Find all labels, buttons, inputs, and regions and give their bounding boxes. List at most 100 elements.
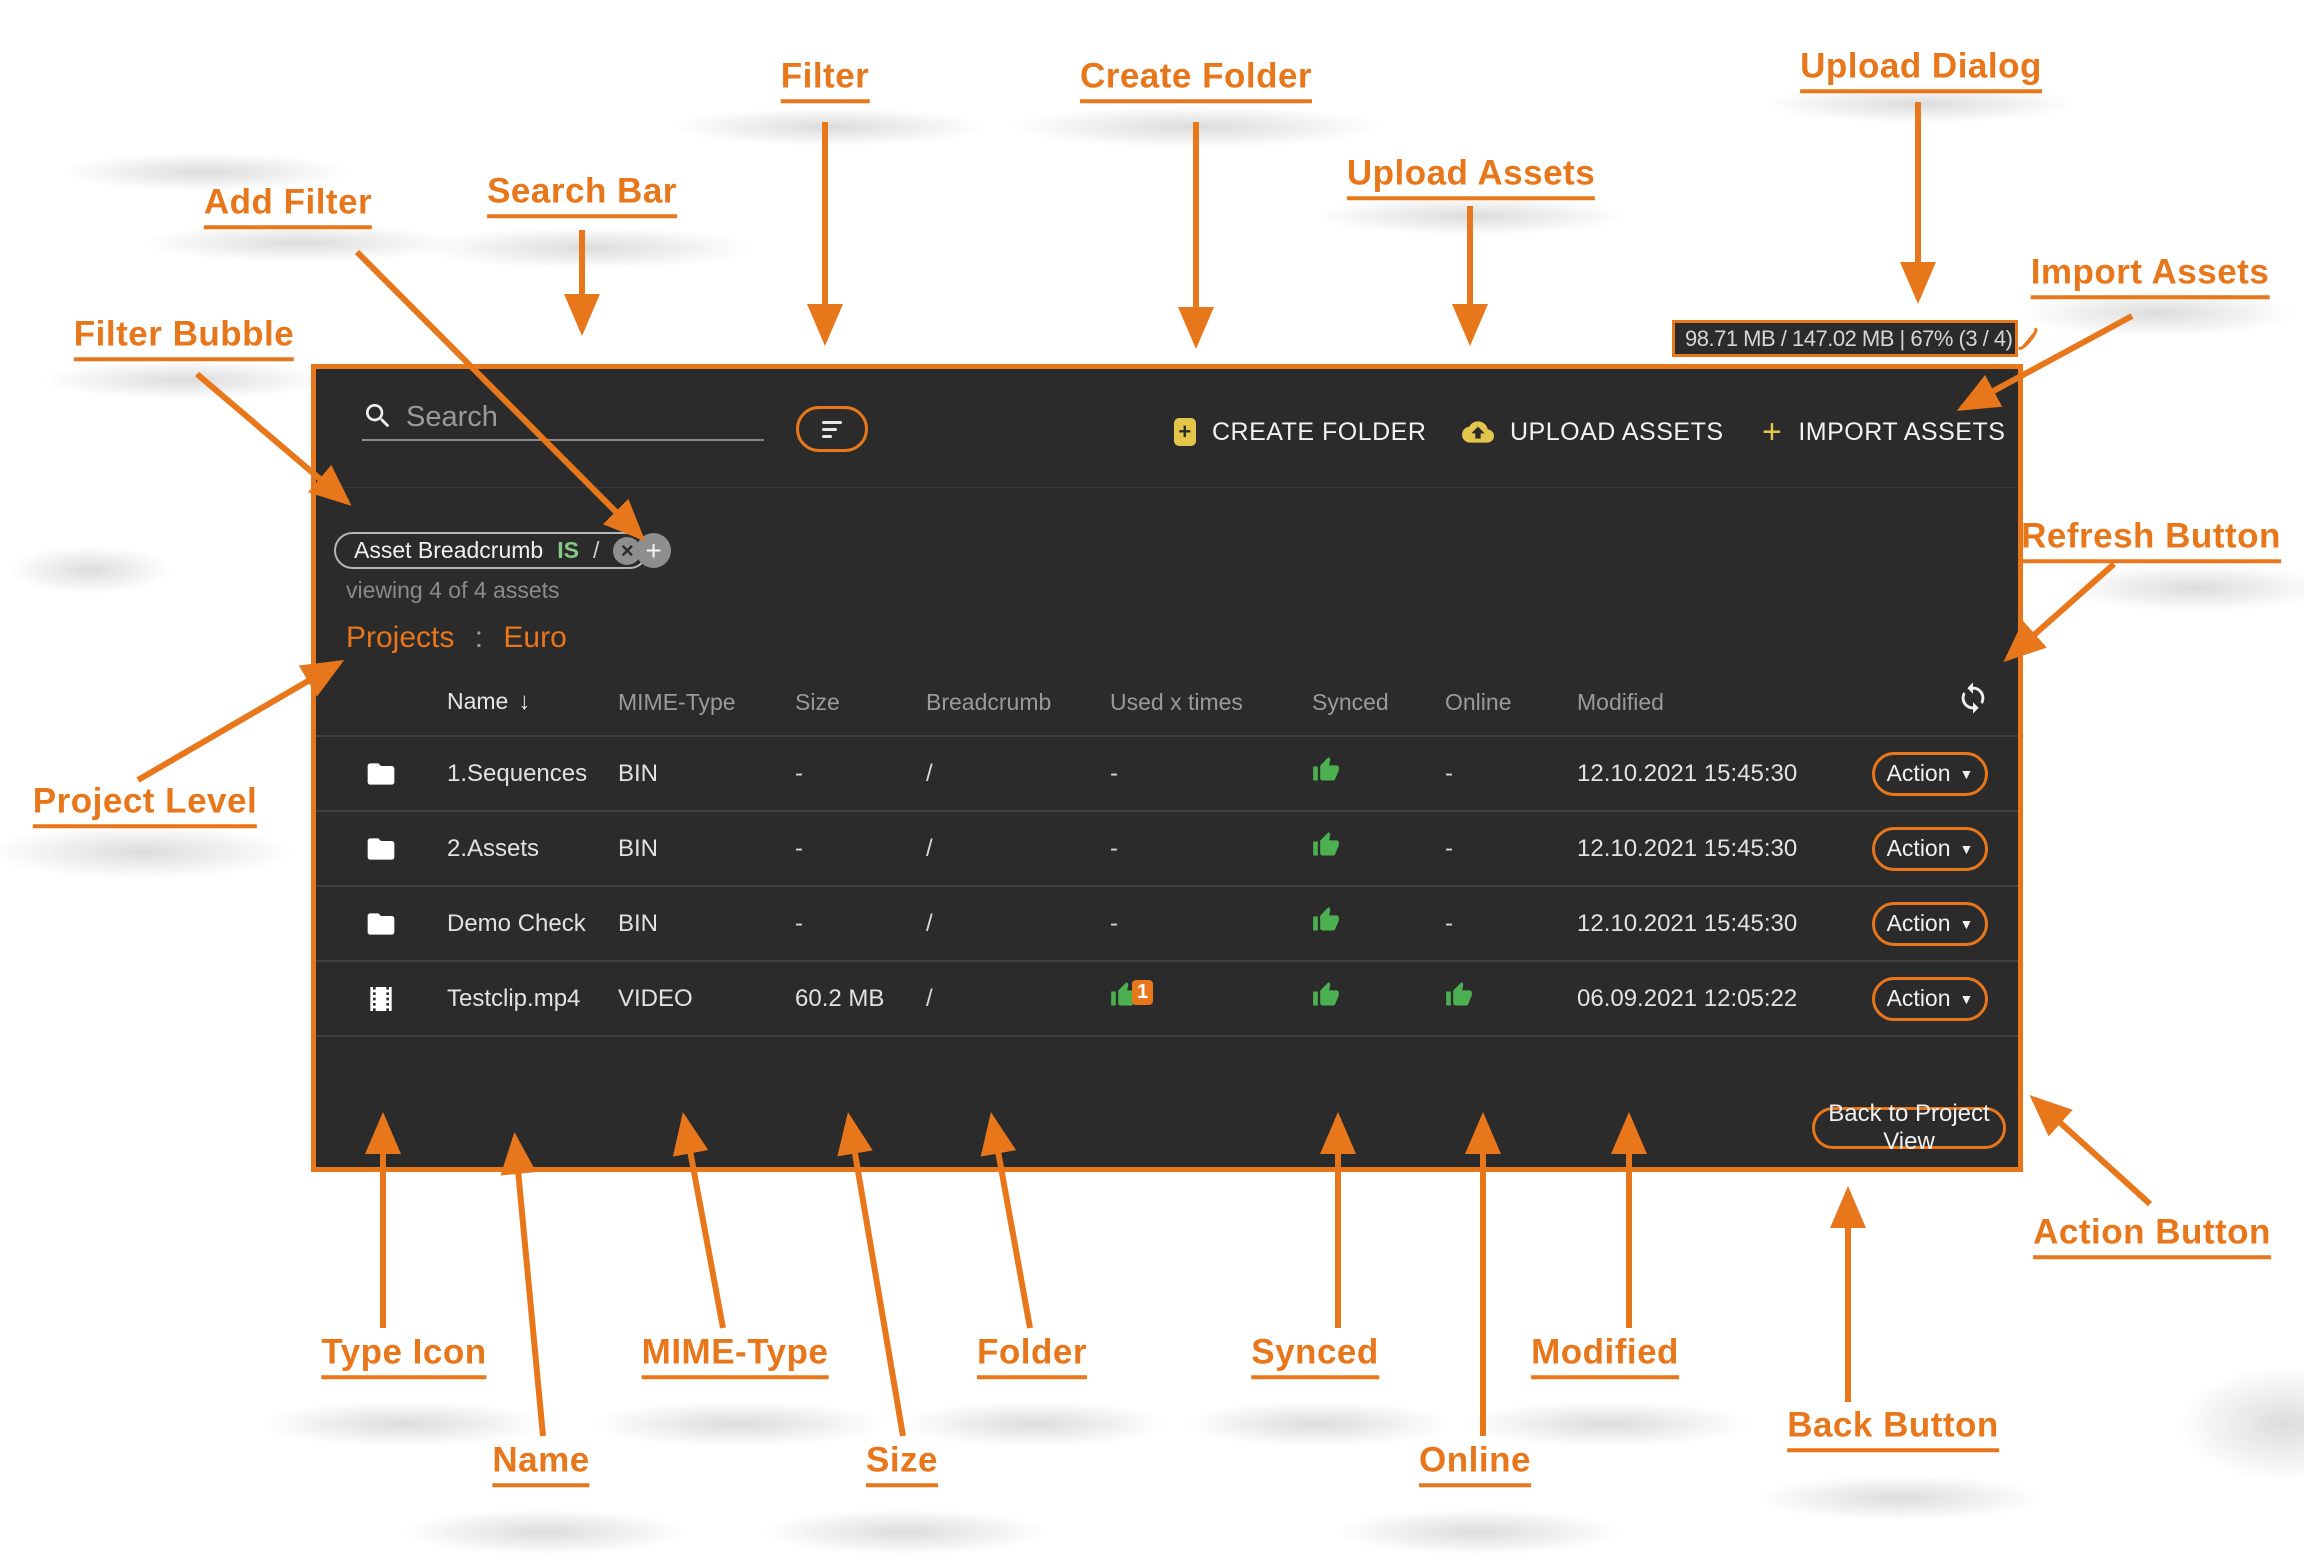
action-button[interactable]: Action▼ — [1872, 826, 1988, 871]
column-header-used[interactable]: Used x times — [1110, 688, 1243, 715]
callout-name: Name — [492, 1441, 590, 1487]
column-header-synced[interactable]: Synced — [1312, 688, 1389, 715]
callout-create-folder: Create Folder — [1079, 57, 1313, 103]
create-folder-icon: + — [1174, 418, 1196, 446]
shadow-blob — [1178, 1400, 1458, 1448]
cell-online: - — [1445, 834, 1453, 862]
filter-field: Asset Breadcrumb — [354, 537, 544, 563]
table-bottom-divider — [316, 1035, 2018, 1037]
import-assets-label: IMPORT ASSETS — [1798, 417, 2006, 446]
shadow-blob — [36, 360, 336, 400]
filter-button[interactable] — [796, 406, 868, 452]
used-count-badge: 1 — [1132, 980, 1154, 1005]
search-underline — [362, 439, 764, 441]
action-button[interactable]: Action▼ — [1872, 751, 1988, 796]
callout-import-assets: Import Assets — [2030, 253, 2270, 299]
cell-modified: 06.09.2021 12:05:22 — [1577, 984, 1798, 1012]
cell-used: - — [1110, 909, 1118, 937]
breadcrumb-current[interactable]: Euro — [503, 621, 567, 654]
create-folder-button[interactable]: + CREATE FOLDER — [1174, 415, 1426, 449]
table-row[interactable]: 1.Sequences BIN - / - - 12.10.2021 15:45… — [316, 735, 2018, 810]
caret-down-icon: ▼ — [1959, 765, 1974, 782]
cell-name: 2.Assets — [447, 834, 540, 862]
action-button[interactable]: Action▼ — [1872, 901, 1988, 946]
shadow-blob — [5, 545, 175, 595]
shadow-blob — [2056, 563, 2304, 613]
search-input[interactable]: Search — [362, 393, 764, 441]
search-placeholder: Search — [406, 401, 498, 433]
upload-assets-button[interactable]: UPLOAD ASSETS — [1462, 415, 1724, 449]
callout-synced: Synced — [1251, 1333, 1379, 1379]
callout-mime-type: MIME-Type — [641, 1333, 829, 1379]
cell-modified: 12.10.2021 15:45:30 — [1577, 834, 1798, 862]
column-header-mime[interactable]: MIME-Type — [618, 688, 736, 715]
column-header-online[interactable]: Online — [1445, 688, 1512, 715]
callout-size: Size — [865, 1441, 939, 1487]
cell-breadcrumb: / — [926, 984, 933, 1012]
cell-online: - — [1445, 759, 1453, 787]
sort-descending-icon: ↓ — [518, 688, 531, 715]
cell-breadcrumb: / — [926, 759, 933, 787]
filter-value: / — [592, 537, 600, 563]
table-row[interactable]: Demo Check BIN - / - - 12.10.2021 15:45:… — [316, 885, 2018, 960]
callout-type-icon: Type Icon — [321, 1333, 487, 1379]
shadow-blob — [665, 107, 995, 147]
table-row[interactable]: 2.Assets BIN - / - - 12.10.2021 15:45:30… — [316, 810, 2018, 885]
shadow-blob — [755, 1508, 1055, 1556]
create-folder-label: CREATE FOLDER — [1212, 417, 1427, 446]
table-row[interactable]: Testclip.mp4 VIDEO 60.2 MB / 1 06.09.202… — [316, 960, 2018, 1035]
shadow-blob — [583, 1400, 893, 1448]
caret-down-icon: ▼ — [1959, 915, 1974, 932]
callout-refresh-button: Refresh Button — [2021, 517, 2281, 563]
search-icon — [362, 400, 394, 437]
cell-used: - — [1110, 834, 1118, 862]
used-thumb-icon — [1110, 981, 1138, 1016]
cell-size: 60.2 MB — [795, 984, 885, 1012]
callout-back-button: Back Button — [1787, 1406, 1999, 1452]
cell-size: - — [795, 834, 803, 862]
synced-thumb-icon — [1312, 756, 1445, 791]
cell-mime: BIN — [618, 834, 659, 862]
refresh-button[interactable] — [1956, 681, 1990, 715]
column-header-name[interactable]: Name↓ — [447, 688, 531, 715]
callout-upload-assets: Upload Assets — [1346, 154, 1596, 200]
column-header-size[interactable]: Size — [795, 688, 840, 715]
back-to-project-view-button[interactable]: Back to Project View — [1812, 1100, 2006, 1155]
cell-mime: BIN — [618, 909, 659, 937]
breadcrumb: Projects : Euro — [346, 621, 567, 655]
callout-online: Online — [1419, 1441, 1531, 1487]
shadow-blob — [1001, 105, 1391, 149]
shadow-blob — [1306, 196, 1636, 236]
column-header-modified[interactable]: Modified — [1577, 688, 1664, 715]
upload-assets-label: UPLOAD ASSETS — [1510, 417, 1724, 446]
callout-filter-bubble: Filter Bubble — [73, 315, 295, 361]
table-header-row: Name↓ MIME-Type Size Breadcrumb Used x t… — [316, 669, 2018, 735]
cloud-upload-icon — [1462, 416, 1494, 448]
synced-thumb-icon — [1312, 981, 1445, 1016]
action-button[interactable]: Action▼ — [1872, 976, 1988, 1021]
shadow-blob — [413, 226, 763, 270]
filter-operator: IS — [557, 537, 579, 563]
asset-manager-window: Search + CREATE FOLDER UPLOAD ASSETS + I… — [311, 364, 2023, 1172]
cell-used: - — [1110, 759, 1118, 787]
cell-online: - — [1445, 909, 1453, 937]
add-filter-button[interactable]: + — [636, 533, 671, 568]
callout-upload-dialog: Upload Dialog — [1800, 47, 2042, 93]
import-assets-button[interactable]: + IMPORT ASSETS — [1762, 415, 2005, 449]
online-thumb-icon — [1445, 981, 1577, 1016]
shadow-blob — [2174, 1364, 2304, 1484]
callout-search-bar: Search Bar — [487, 172, 677, 218]
filter-bubble-chip[interactable]: Asset Breadcrumb IS / × — [334, 532, 649, 569]
folder-type-icon — [364, 907, 398, 941]
synced-thumb-icon — [1312, 831, 1445, 866]
cell-used: 1 — [1110, 980, 1312, 1016]
upload-progress-badge: 98.71 MB / 147.02 MB | 67% (3 / 4) — [1672, 320, 2041, 357]
cell-breadcrumb: / — [926, 909, 933, 937]
shadow-blob — [0, 824, 302, 880]
cell-name: 1.Sequences — [447, 759, 588, 787]
breadcrumb-projects[interactable]: Projects — [346, 621, 455, 654]
cell-size: - — [795, 759, 803, 787]
shadow-blob — [135, 223, 465, 263]
column-header-breadcrumb[interactable]: Breadcrumb — [926, 688, 1052, 715]
shadow-blob — [395, 1508, 695, 1556]
